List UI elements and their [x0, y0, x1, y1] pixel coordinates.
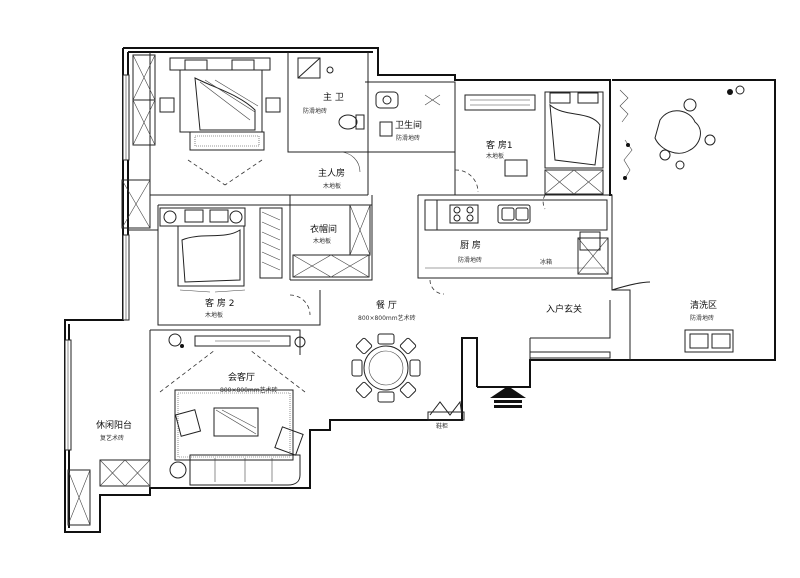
- label-balcony: 休闲阳台: [96, 419, 132, 431]
- floor-master-bath: 防滑地砖: [303, 107, 327, 115]
- guest-room-1-bed: [464, 91, 604, 177]
- dining-table: [351, 333, 421, 403]
- floor-guest-room-1: 木地板: [486, 152, 504, 160]
- label-fridge: 冰箱: [540, 258, 552, 266]
- kitchen-fixtures: [424, 199, 608, 269]
- label-kitchen: 厨 房: [460, 239, 481, 251]
- label-entrance: 入户玄关: [546, 303, 582, 315]
- master-bed: [159, 57, 281, 186]
- floor-guest-room-2: 木地板: [205, 311, 223, 319]
- floor-master-bedroom: 木地板: [323, 182, 341, 190]
- floor-closet: 木地板: [313, 237, 331, 245]
- wardrobes: [67, 54, 609, 526]
- floor-dining: 800×800mm艺术砖: [358, 314, 416, 322]
- floor-living: 800×800mm艺术砖: [220, 386, 278, 394]
- interior-walls: [128, 52, 631, 488]
- label-bathroom: 卫生间: [395, 119, 422, 131]
- living-room-furniture: [159, 335, 306, 486]
- garden-plants: [168, 85, 745, 348]
- floor-balcony: 复艺术砖: [100, 434, 124, 442]
- guest-room-2-bed: [159, 207, 283, 293]
- floor-bathroom: 防滑地砖: [396, 134, 420, 142]
- bath-fixtures: [297, 57, 441, 137]
- room-labels: 主 卫 防滑地砖 卫生间 防滑地砖 主人房 木地板 客 房1 木地板 衣帽间 木…: [96, 91, 717, 442]
- label-living: 会客厅: [228, 371, 255, 383]
- label-laundry: 清洗区: [690, 299, 717, 311]
- floor-laundry: 防滑地砖: [690, 314, 714, 322]
- label-master-bath: 主 卫: [323, 91, 344, 103]
- label-shoe-cabinet: 鞋柜: [436, 422, 448, 430]
- entrance-fixtures: [427, 281, 734, 421]
- label-guest-room-2: 客 房 2: [205, 297, 234, 309]
- label-closet: 衣帽间: [310, 223, 337, 235]
- label-guest-room-1: 客 房1: [486, 139, 513, 151]
- label-master-bedroom: 主人房: [318, 167, 345, 179]
- entry-arrow-icon: [490, 386, 526, 408]
- left-windows: [64, 74, 130, 451]
- floor-kitchen: 防滑地砖: [458, 256, 482, 264]
- door-swings: [289, 151, 546, 316]
- label-dining: 餐 厅: [376, 299, 397, 311]
